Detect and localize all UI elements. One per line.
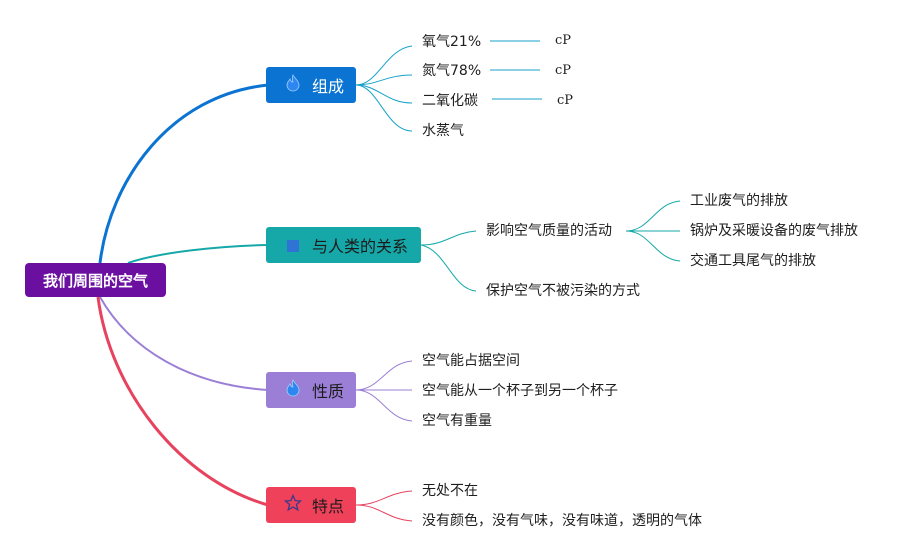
leaf-activities[interactable]: 影响空气质量的活动 [486, 223, 612, 239]
square-icon [280, 236, 306, 255]
connector-traffic [625, 230, 681, 262]
leaf-protection[interactable]: 保护空气不被污染的方式 [486, 283, 640, 299]
connector-oxygen [355, 45, 413, 86]
branch-label: 与人类的关系 [312, 237, 409, 256]
connector-co2 [355, 84, 413, 104]
leaf-co2[interactable]: 二氧化碳 [422, 93, 478, 109]
connector-activities [420, 230, 477, 246]
connector-root-property [99, 296, 269, 391]
leaf-space[interactable]: 空气能占据空间 [422, 353, 520, 369]
leaf-traffic[interactable]: 交通工具尾气的排放 [690, 253, 816, 269]
branch-feature[interactable]: 特点 [266, 487, 356, 523]
connector-colorless [355, 504, 413, 522]
leaf-industrial[interactable]: 工业废气的排放 [690, 193, 788, 209]
leaf-boiler[interactable]: 锅炉及采暖设备的废气排放 [690, 223, 858, 239]
connector-weight [355, 389, 413, 422]
leaf-vapor[interactable]: 水蒸气 [422, 123, 464, 139]
leaf-cups[interactable]: 空气能从一个杯子到另一个杯子 [422, 383, 618, 399]
connector-everywhere [355, 490, 413, 506]
connector-root-relation [127, 244, 269, 264]
branch-label: 性质 [312, 382, 345, 401]
branch-composition[interactable]: 组成 [266, 67, 356, 103]
flame-icon [280, 74, 306, 96]
connector-protection [420, 244, 477, 292]
note-nitrogen: cP [555, 63, 572, 78]
branch-property[interactable]: 性质 [266, 372, 356, 408]
branch-label: 特点 [312, 497, 345, 516]
leaf-colorless[interactable]: 没有颜色，没有气味，没有味道，透明的气体 [422, 513, 702, 529]
leaf-nitrogen[interactable]: 氮气78% [422, 63, 482, 79]
leaf-oxygen[interactable]: 氧气21% [422, 34, 482, 50]
connector-vapor [355, 84, 413, 132]
root-node[interactable]: 我们周围的空气 [25, 263, 166, 297]
root-label: 我们周围的空气 [42, 271, 148, 290]
connector-nitrogen [355, 74, 413, 86]
connector-space [355, 360, 413, 391]
branch-label: 组成 [312, 77, 345, 96]
note-co2: cP [557, 93, 574, 108]
leaf-everywhere[interactable]: 无处不在 [422, 483, 478, 499]
note-oxygen: cP [555, 33, 572, 48]
branch-relation[interactable]: 与人类的关系 [266, 227, 421, 263]
connector-root-composition [98, 83, 269, 264]
connector-industrial [625, 200, 681, 232]
star-icon [280, 493, 306, 516]
flame-icon [280, 379, 306, 401]
leaf-weight[interactable]: 空气有重量 [422, 413, 492, 429]
connector-root-feature [96, 296, 269, 507]
